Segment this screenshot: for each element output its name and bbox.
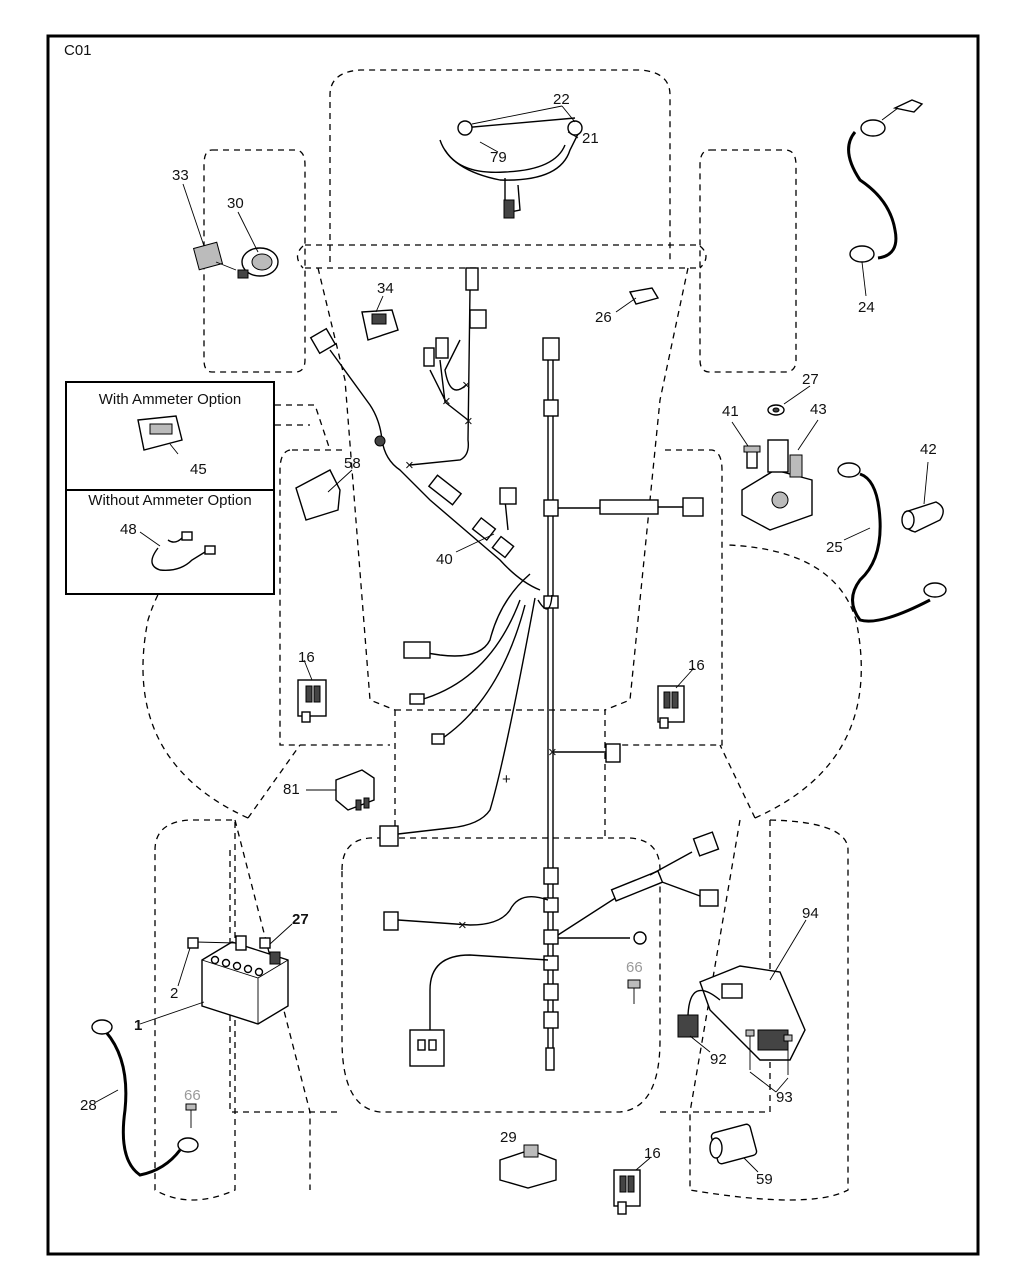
switch-part-34	[361, 309, 399, 341]
solenoid-part-43	[741, 439, 813, 531]
screw-part-93	[745, 1029, 793, 1075]
label-part-93: 93	[776, 1089, 793, 1106]
label-part-94: 94	[802, 905, 819, 922]
with-ammeter-label: With Ammeter Option	[99, 391, 242, 408]
label-part-43: 43	[810, 401, 827, 418]
nut-part-27	[767, 404, 785, 416]
module-part-59	[709, 1123, 758, 1165]
label-part-29: 29	[500, 1129, 517, 1146]
label-part-16-right: 16	[688, 657, 705, 674]
main-harness: × × × × × + ×	[309, 267, 720, 1071]
label-part-30: 30	[227, 195, 244, 212]
fuse-part-26	[628, 287, 660, 305]
label-part-28: 28	[80, 1097, 97, 1114]
boot-part-42	[901, 501, 944, 533]
ammeter-option-box: With Ammeter Option Without Ammeter Opti…	[65, 381, 275, 595]
label-part-34: 34	[377, 280, 394, 297]
label-part-42: 42	[920, 441, 937, 458]
mower-outline	[142, 69, 862, 1201]
switch-part-29	[499, 1144, 557, 1189]
label-part-16-bottom: 16	[644, 1145, 661, 1162]
label-part-58: 58	[344, 455, 361, 472]
label-part-27-solenoid: 27	[802, 371, 819, 388]
label-part-16-left: 16	[298, 649, 315, 666]
label-part-66-left: 66	[184, 1087, 201, 1104]
label-part-92: 92	[710, 1051, 727, 1068]
label-part-26: 26	[595, 309, 612, 326]
diagram-frame	[46, 34, 980, 1256]
label-part-59: 59	[756, 1171, 773, 1188]
label-part-81: 81	[283, 781, 300, 798]
screw-part-66-right	[627, 979, 641, 1004]
svg-text:×: ×	[405, 457, 414, 474]
key-part-33	[192, 241, 237, 271]
svg-text:+: +	[502, 771, 511, 788]
label-part-79: 79	[490, 149, 507, 166]
svg-text:×: ×	[462, 377, 471, 394]
bolt-part-2	[187, 935, 271, 951]
label-part-24: 24	[858, 299, 875, 316]
svg-text:×: ×	[464, 413, 473, 430]
label-part-48: 48	[120, 521, 137, 538]
headlight-harness	[439, 117, 583, 219]
screw-part-41	[743, 445, 761, 469]
cable-part-24	[847, 99, 924, 263]
label-part-1: 1	[134, 1017, 142, 1034]
svg-text:×: ×	[458, 917, 467, 934]
label-part-2: 2	[170, 985, 178, 1002]
relay-part-16-left	[297, 679, 327, 723]
relay-part-16-bottom	[613, 1169, 641, 1215]
label-part-33: 33	[172, 167, 189, 184]
cable-part-25	[837, 462, 947, 623]
label-part-45: 45	[190, 461, 207, 478]
switch-assembly-part-94	[699, 965, 806, 1061]
ignition-switch-30	[237, 247, 279, 279]
label-part-66-right: 66	[626, 959, 643, 976]
label-part-21: 21	[582, 130, 599, 147]
svg-text:×: ×	[548, 744, 557, 761]
relay-part-16-right	[657, 685, 685, 729]
label-part-40: 40	[436, 551, 453, 568]
svg-text:×: ×	[442, 393, 451, 410]
cable-part-28	[91, 1019, 199, 1177]
label-part-25: 25	[826, 539, 843, 556]
relay-part-81	[335, 769, 375, 811]
label-part-41: 41	[722, 403, 739, 420]
screw-part-66-left	[185, 1103, 197, 1128]
leader-lines	[95, 105, 929, 1173]
label-part-22: 22	[553, 91, 570, 108]
label-part-27-battery: 27	[292, 911, 309, 928]
module-part-58	[295, 469, 341, 521]
connector-part-92	[677, 989, 721, 1038]
battery-part-1	[201, 941, 289, 1025]
without-ammeter-label: Without Ammeter Option	[88, 492, 251, 509]
diagram-code: C01	[64, 42, 92, 59]
part-labels: 1 2 16 16 16 21 22 24 25 26 27 27 28 29 …	[80, 91, 937, 1188]
